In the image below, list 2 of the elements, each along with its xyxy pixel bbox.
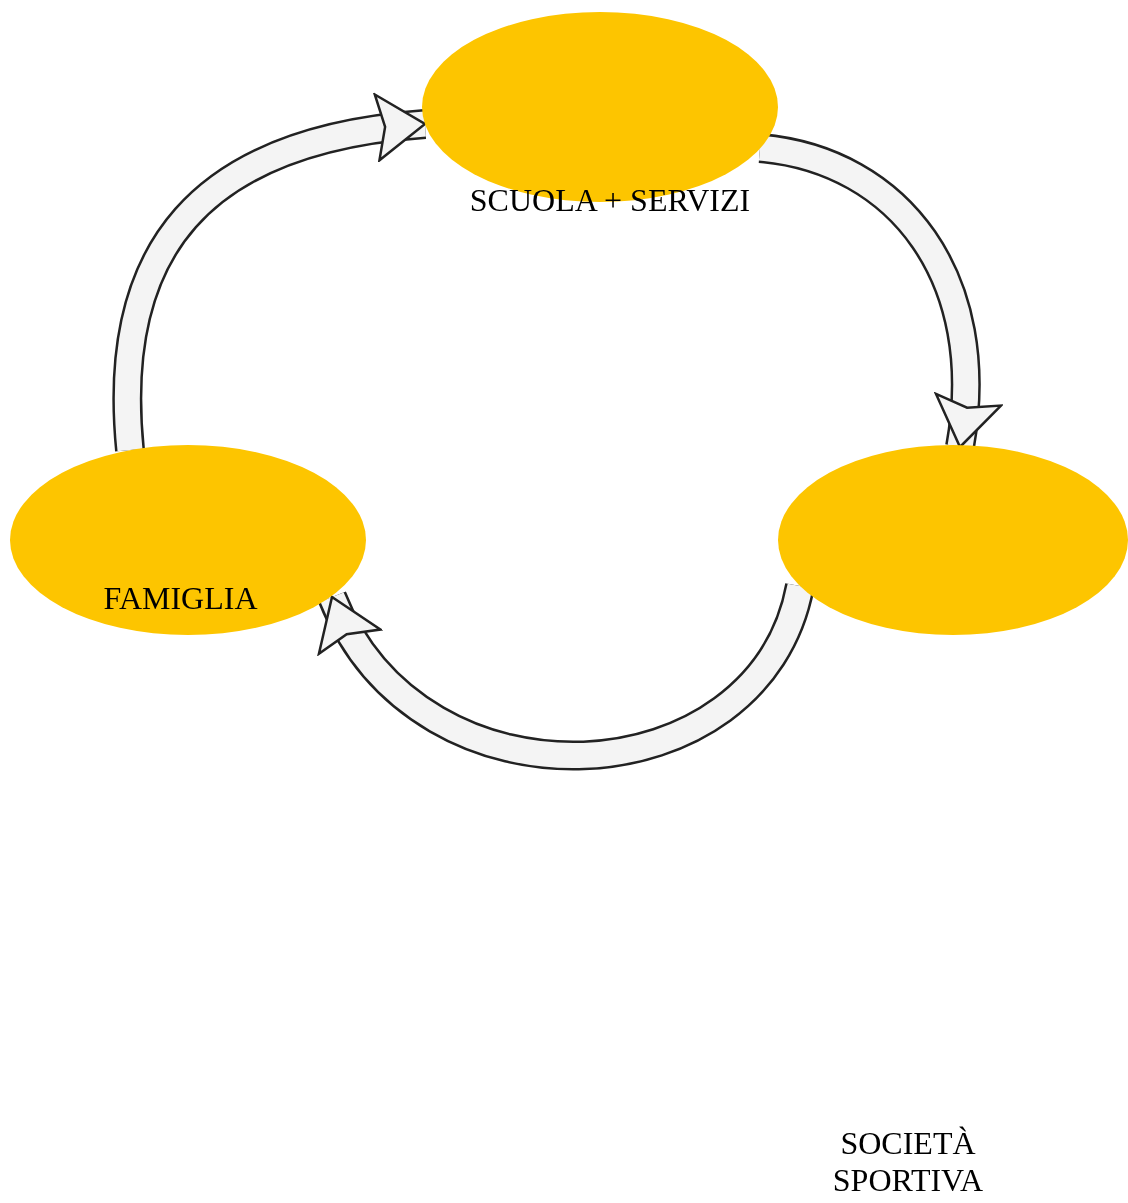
text-label: SOCIETÀ SPORTIVA — [831, 1125, 985, 1199]
node-label: FAMIGLIA — [102, 580, 259, 617]
